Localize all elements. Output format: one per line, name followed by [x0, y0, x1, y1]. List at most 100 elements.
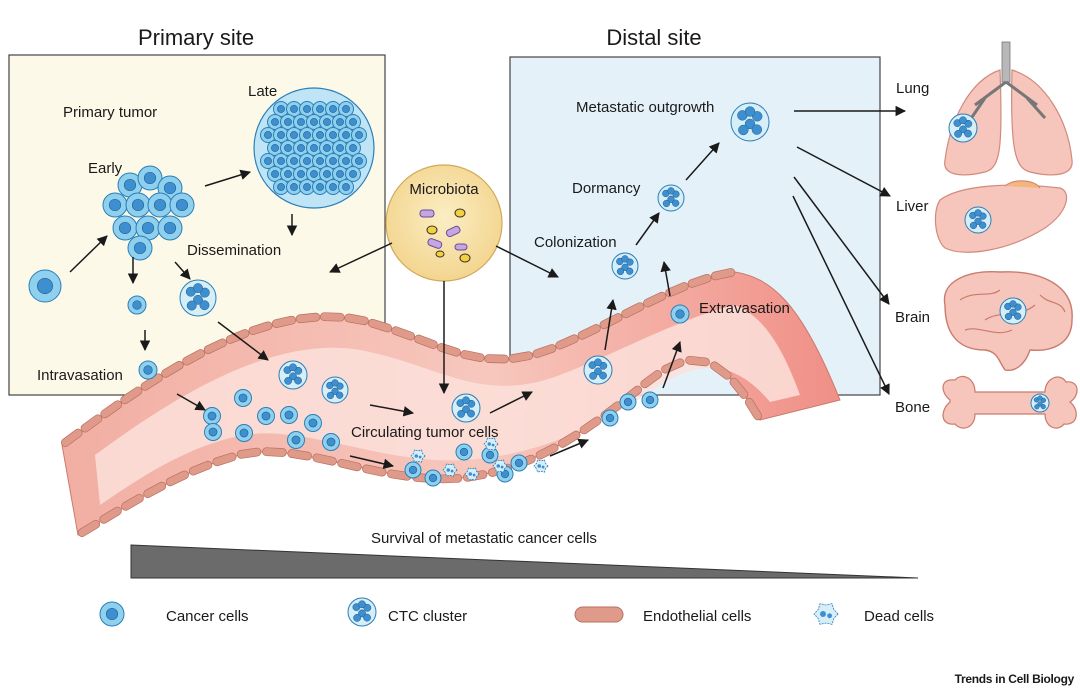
endothelial-cell	[188, 460, 213, 476]
arrow-vessel-to-colonization	[604, 298, 617, 351]
endothelial-cell	[579, 416, 602, 435]
circulating-cell	[619, 393, 637, 411]
legend: Cancer cells CTC cluster Endothelial cel…	[99, 597, 934, 627]
liver-label: Liver	[896, 198, 929, 215]
organ-metastases	[948, 113, 1050, 413]
tumor-cell	[293, 140, 309, 156]
ctc-cluster	[179, 279, 217, 317]
microbiota-label: Microbiota	[409, 181, 479, 198]
arrow-early-to-cluster	[174, 261, 191, 280]
ctc-cluster	[451, 393, 481, 423]
circulating-cell	[641, 391, 659, 409]
endothelial-cell	[319, 312, 345, 322]
endothelial-cell	[599, 313, 623, 330]
tumor-cell	[312, 127, 328, 143]
lung-icon: Lung	[896, 41, 1073, 176]
endothelial-cell	[577, 324, 601, 340]
endothelial-cell	[744, 397, 763, 421]
circulating-cell	[404, 461, 422, 479]
endothelial-cell	[161, 360, 184, 378]
tumor-cell	[345, 140, 361, 156]
legend-cancer-cell-icon	[99, 601, 125, 627]
circulating-cell	[204, 423, 222, 441]
circulating-cell	[601, 409, 619, 427]
microbiota: Microbiota	[385, 164, 503, 282]
tumor-cell	[338, 127, 354, 143]
cancer-cell	[127, 295, 147, 315]
survival-wedge	[130, 544, 919, 579]
bone-metastasis	[1030, 393, 1050, 413]
endothelial-cell	[287, 449, 312, 461]
tumor-cell	[273, 179, 289, 195]
arrow-to-brain	[793, 176, 890, 305]
endothelial-cell	[661, 358, 685, 374]
dissemination-label: Dissemination	[187, 242, 281, 259]
survival-label: Survival of metastatic cancer cells	[371, 530, 597, 547]
circulating-cell	[287, 431, 305, 449]
dead-cell-icon	[813, 603, 839, 625]
arrow-colonization-to-dormancy	[635, 212, 660, 246]
endothelial-cell	[236, 447, 262, 459]
tumor-cell	[332, 140, 348, 156]
bacteria-icon	[419, 208, 471, 263]
endothelial-cell	[532, 344, 557, 358]
tumor-cell	[267, 140, 283, 156]
dormancy-label: Dormancy	[572, 180, 641, 197]
dead-cell	[464, 467, 480, 481]
dead-cell	[533, 459, 549, 473]
arrow-to-bone	[792, 195, 890, 395]
brain-label: Brain	[895, 309, 930, 326]
endothelial-cell	[99, 506, 122, 524]
cancer-cell-icon	[99, 601, 125, 627]
arrow-to-liver	[796, 146, 891, 197]
circulating-cell	[235, 424, 253, 442]
endothelial-cell	[508, 351, 534, 363]
endothelial-cell	[436, 343, 461, 357]
cancer-cells	[28, 269, 690, 487]
tumor-cell	[351, 153, 367, 169]
dead-cell	[492, 459, 508, 473]
tumor-cell	[280, 114, 296, 130]
endothelial-cell	[685, 355, 710, 367]
tumor-cell	[267, 114, 283, 130]
tumor-cell	[127, 235, 153, 261]
tumor-cell	[299, 179, 315, 195]
lung-metastasis	[948, 113, 978, 143]
circulating-cell	[510, 454, 528, 472]
metastatic-outgrowth-label: Metastatic outgrowth	[576, 99, 714, 116]
endothelial-cell	[100, 400, 123, 419]
circulating-cell	[455, 443, 473, 461]
tumor-cell	[345, 114, 361, 130]
legend-cancer-cells: Cancer cells	[166, 608, 249, 625]
ctc-cluster	[730, 102, 770, 142]
endothelial-cell	[143, 481, 167, 499]
endothelial-cell	[643, 291, 667, 308]
arrow-extravasation-up	[660, 260, 671, 297]
arrow-vessel-1	[176, 393, 206, 411]
ctc-cluster	[278, 360, 308, 390]
endothelial-cell	[368, 318, 393, 333]
tumor-cell	[325, 101, 341, 117]
endothelial-cell	[344, 313, 369, 326]
endothelial-cell	[687, 273, 712, 288]
arrow-microbiota-to-distal	[495, 245, 559, 278]
circulating-cell	[257, 407, 275, 425]
endothelial-cell	[212, 452, 237, 467]
endothelial-cell	[295, 312, 321, 324]
tumor-cell	[260, 153, 276, 169]
endothelial-cell	[362, 464, 387, 477]
tumor-cell	[332, 114, 348, 130]
endothelial-cell	[121, 493, 144, 511]
primary-tumor-label: Primary tumor	[63, 104, 157, 121]
endothelial-cell	[640, 370, 663, 389]
late-tumor	[253, 87, 375, 209]
process-arrows	[69, 105, 907, 469]
late-label: Late	[248, 83, 277, 100]
arrow-vessel-5	[549, 438, 589, 457]
endothelial-cell	[558, 430, 581, 448]
tumor-cell	[306, 166, 322, 182]
distal-site-title: Distal site	[606, 25, 701, 50]
endothelial-cell	[460, 350, 485, 362]
endothelial-cell	[484, 354, 509, 364]
extravasation-label: Extravasation	[699, 300, 790, 317]
